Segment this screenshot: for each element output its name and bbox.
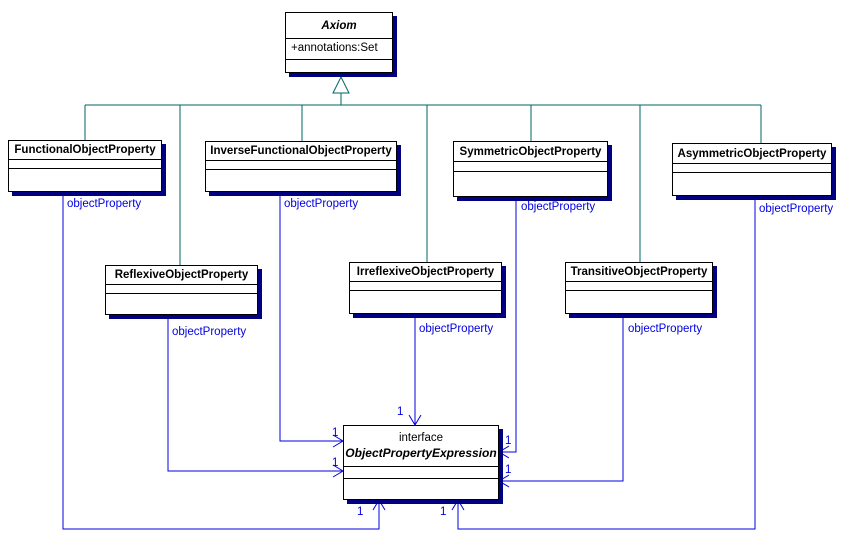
edge-inverse-functional	[279, 192, 343, 442]
class-title: ObjectPropertyExpression	[345, 446, 497, 460]
arrowhead-into-bottom-left	[372, 499, 386, 511]
attributes-compartment	[673, 163, 831, 172]
class-irreflexive-object-property[interactable]: IrreflexiveObjectProperty	[349, 262, 502, 314]
operations-compartment	[106, 293, 257, 314]
association-label-inverse-functional: objectProperty	[284, 198, 359, 210]
edge-functional	[62, 191, 380, 530]
association-label-irreflexive: objectProperty	[419, 323, 494, 335]
attribute: +annotations:Set	[291, 42, 378, 54]
attributes-compartment: +annotations:Set	[286, 38, 392, 59]
class-reflexive-object-property[interactable]: ReflexiveObjectProperty	[105, 265, 258, 315]
association-edges	[62, 191, 756, 530]
association-label-transitive: objectProperty	[628, 323, 703, 335]
inheritance-edges	[84, 93, 762, 265]
stereotype-label: interface	[398, 432, 444, 444]
class-asymmetric-object-property[interactable]: AsymmetricObjectProperty	[672, 143, 832, 196]
operations-compartment	[350, 290, 501, 313]
class-title: SymmetricObjectProperty	[459, 145, 602, 158]
multiplicity-symmetric: 1	[505, 435, 512, 447]
class-title: ReflexiveObjectProperty	[114, 269, 249, 281]
attributes-compartment	[9, 159, 161, 168]
interface-title-compartment: interface ObjectPropertyExpression	[344, 426, 498, 466]
class-title: AsymmetricObjectProperty	[677, 147, 827, 160]
edge-symmetric	[499, 197, 517, 453]
interface-object-property-expression[interactable]: interface ObjectPropertyExpression	[343, 425, 499, 500]
class-title: IrreflexiveObjectProperty	[356, 266, 495, 278]
attributes-compartment	[454, 161, 607, 171]
edge-transitive	[499, 314, 624, 482]
attributes-compartment	[344, 466, 498, 478]
arrowhead-into-right-upper	[498, 445, 510, 459]
association-label-symmetric: objectProperty	[521, 201, 596, 213]
operations-compartment	[673, 172, 831, 195]
class-title: InverseFunctionalObjectProperty	[210, 145, 392, 157]
arrowhead-into-right-lower	[498, 474, 510, 488]
edge-asymmetric	[457, 196, 756, 530]
arrowhead-into-bottom-right	[451, 499, 465, 511]
operations-compartment	[9, 168, 161, 191]
generalization-triangle-icon	[332, 75, 350, 94]
class-title: TransitiveObjectProperty	[570, 266, 708, 278]
association-arrowheads	[332, 414, 510, 511]
multiplicity-reflexive: 1	[332, 457, 339, 469]
operations-compartment	[454, 171, 607, 196]
operations-compartment	[566, 290, 712, 313]
operations-compartment	[286, 59, 392, 72]
operations-compartment	[344, 478, 498, 499]
class-inverse-functional-object-property[interactable]: InverseFunctionalObjectProperty	[205, 141, 397, 192]
attributes-compartment	[106, 284, 257, 293]
class-symmetric-object-property[interactable]: SymmetricObjectProperty	[453, 141, 608, 197]
operations-compartment	[206, 169, 396, 191]
attributes-compartment	[350, 281, 501, 290]
association-label-functional: objectProperty	[67, 198, 142, 210]
multiplicity-transitive: 1	[505, 464, 512, 476]
attributes-compartment	[566, 281, 712, 290]
attributes-compartment	[206, 160, 396, 169]
multiplicity-asymmetric: 1	[440, 506, 447, 518]
association-label-reflexive: objectProperty	[172, 326, 247, 338]
multiplicity-irreflexive: 1	[397, 406, 404, 418]
multiplicity-inverse-functional: 1	[332, 427, 339, 439]
class-transitive-object-property[interactable]: TransitiveObjectProperty	[565, 262, 713, 314]
class-functional-object-property[interactable]: FunctionalObjectProperty	[8, 140, 162, 192]
class-title: FunctionalObjectProperty	[14, 144, 156, 156]
association-label-asymmetric: objectProperty	[759, 203, 834, 215]
class-axiom[interactable]: Axiom +annotations:Set	[285, 12, 393, 73]
edge-reflexive	[167, 315, 343, 472]
multiplicity-functional: 1	[357, 506, 364, 518]
class-title: Axiom	[321, 19, 357, 32]
